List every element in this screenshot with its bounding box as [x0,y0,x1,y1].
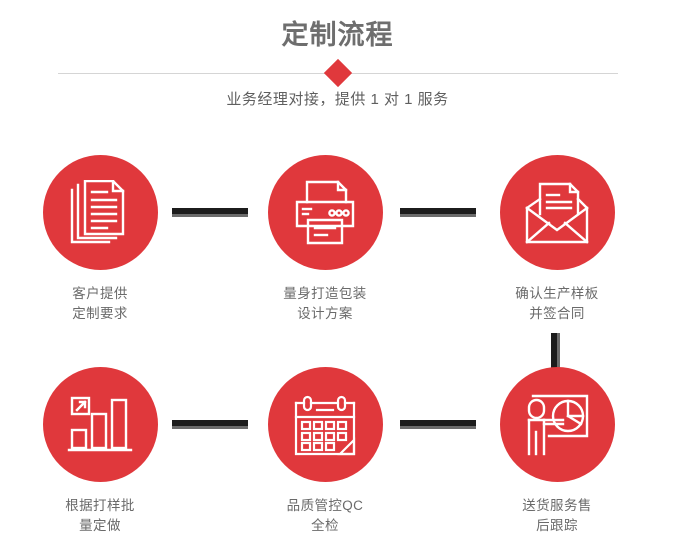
connector-bar-dark [172,208,248,214]
step-5-icon-circle [267,367,383,482]
presenter-piechart-icon [523,392,591,458]
subtitle: 业务经理对接，提供 1 对 1 服务 [226,91,449,108]
step-2-label: 量身打造包装 设计方案 [283,286,367,321]
header: 定制流程 业务经理对接，提供 1 对 1 服务 [0,0,675,130]
process-flow: 客户提供 定制要求 [0,130,675,550]
connector-bar-dark [551,333,557,370]
process-step-5[interactable]: 品质管控QC 全检 [245,367,405,536]
divider-diamond-icon [323,58,352,88]
step-5-label: 品质管控QC 全检 [286,498,364,533]
connector-bar-light [400,426,476,429]
connector-step1-step2 [172,208,248,217]
connector-step5-step6 [400,420,476,429]
calendar-icon [292,393,358,457]
process-step-2[interactable]: 量身打造包装 设计方案 [245,155,405,324]
connector-bar-dark [172,420,248,426]
step-6-label: 送货服务售 后跟踪 [522,498,592,533]
connector-bar-light [557,333,560,370]
connector-bar-dark [400,208,476,214]
process-step-6[interactable]: 送货服务售 后跟踪 [477,367,637,536]
step-6-icon-circle [499,367,615,482]
step-3-label: 确认生产样板 并签合同 [515,286,599,321]
connector-bar-dark [400,420,476,426]
bar-chart-growth-icon [67,394,133,456]
step-1-icon-circle [42,155,158,270]
process-step-3[interactable]: 确认生产样板 并签合同 [477,155,637,324]
step-1-label: 客户提供 定制要求 [72,286,128,321]
printer-icon [291,180,359,246]
step-4-label: 根据打样批 量定做 [65,498,135,533]
documents-stack-icon [69,179,131,246]
connector-bar-light [172,426,248,429]
page-title: 定制流程 [281,20,394,50]
step-4-icon-circle [42,367,158,482]
connector-step3-step6 [551,333,560,370]
envelope-document-icon [523,182,591,244]
step-3-icon-circle [499,155,615,270]
connector-step4-step5 [172,420,248,429]
step-2-icon-circle [267,155,383,270]
connector-step2-step3 [400,208,476,217]
connector-bar-light [172,214,248,217]
process-step-1[interactable]: 客户提供 定制要求 [20,155,180,324]
process-step-4[interactable]: 根据打样批 量定做 [20,367,180,536]
connector-bar-light [400,214,476,217]
